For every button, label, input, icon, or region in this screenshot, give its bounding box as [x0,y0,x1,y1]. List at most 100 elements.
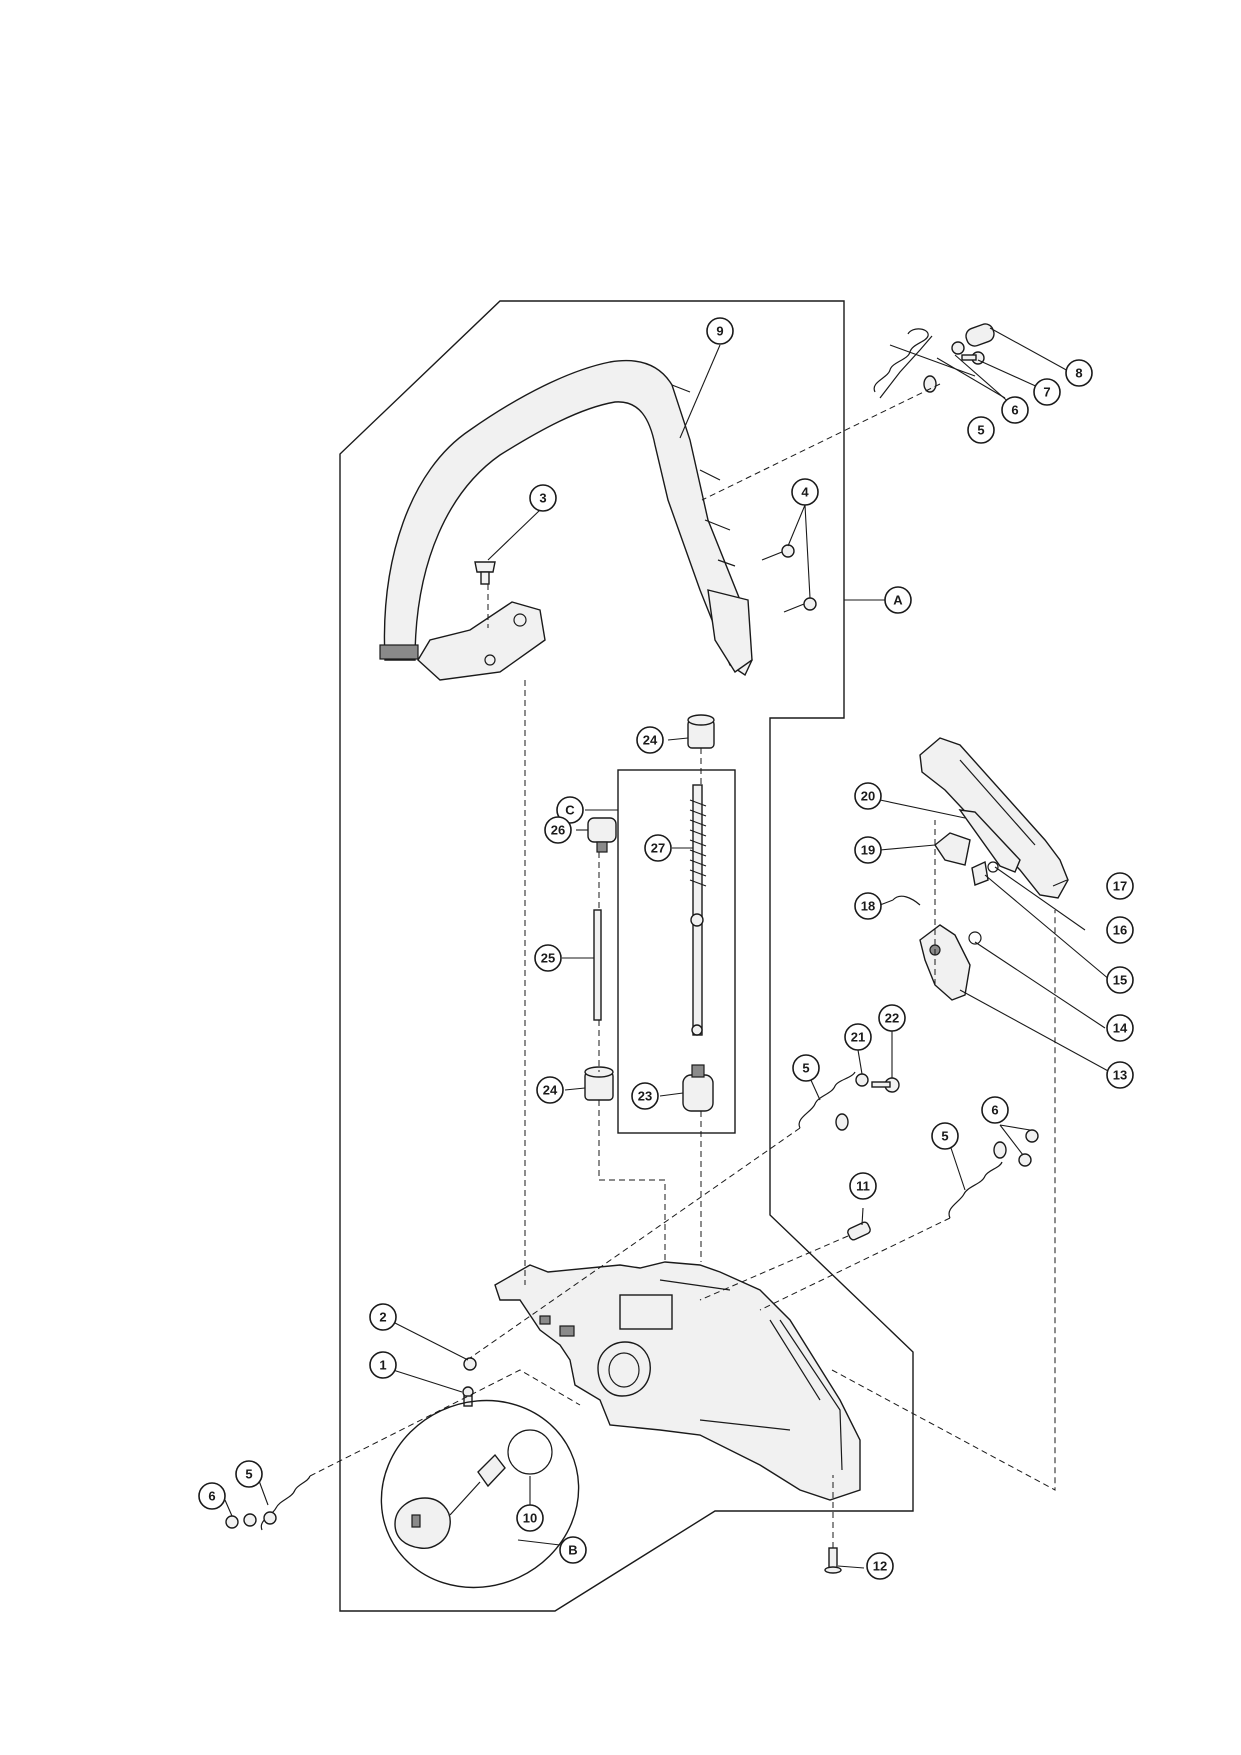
callout-16: 16 [1106,916,1134,944]
leader-lines [224,327,1111,1569]
svg-text:15: 15 [1113,973,1127,988]
callout-3: 3 [529,484,557,512]
callout-A: A [884,586,912,614]
washer-2 [463,1357,477,1371]
pin-11 [847,1221,871,1241]
callout-5-top: 5 [967,416,995,444]
callout-25: 25 [534,944,562,972]
callout-17: 17 [1106,872,1134,900]
screw-12 [824,1547,842,1574]
callout-10: 10 [516,1504,544,1532]
callout-4: 4 [791,478,819,506]
svg-text:26: 26 [551,823,565,838]
inset-b [380,1399,580,1589]
svg-text:20: 20 [861,789,875,804]
callout-23: 23 [631,1082,659,1110]
spring-5-middle [798,1071,856,1131]
svg-text:16: 16 [1113,923,1127,938]
svg-text:9: 9 [716,324,723,339]
svg-text:24: 24 [643,733,658,748]
callout-6-lower: 6 [198,1482,226,1510]
dashed-guides [309,383,1056,1548]
svg-text:5: 5 [245,1467,252,1482]
svg-text:C: C [565,803,575,818]
plate-20 [958,809,1021,873]
svg-text:17: 17 [1113,879,1127,894]
svg-text:6: 6 [991,1103,998,1118]
spring-5-lower [260,1475,311,1531]
svg-text:21: 21 [851,1030,865,1045]
svg-text:2: 2 [379,1310,386,1325]
svg-text:6: 6 [1011,403,1018,418]
washer-21 [855,1073,869,1087]
callout-24-top: 24 [636,726,664,754]
svg-text:18: 18 [861,899,875,914]
callout-11: 11 [849,1172,877,1200]
svg-text:11: 11 [856,1179,870,1194]
callout-8: 8 [1065,359,1093,387]
clip-18 [892,895,921,906]
washers-6-right [1018,1129,1039,1167]
callout-9: 9 [706,317,734,345]
svg-text:A: A [893,593,903,608]
svg-text:27: 27 [651,841,665,856]
svg-text:4: 4 [801,485,809,500]
callout-15: 15 [1106,966,1134,994]
callout-18: 18 [854,892,882,920]
spring-16 [987,861,999,873]
svg-text:7: 7 [1043,385,1050,400]
callout-27: 27 [644,834,672,862]
callout-13: 13 [1106,1061,1134,1089]
svg-text:14: 14 [1113,1021,1128,1036]
cushion-24-top [687,714,715,749]
callout-20: 20 [854,782,882,810]
svg-text:10: 10 [523,1511,537,1526]
svg-text:24: 24 [543,1083,558,1098]
spring-14 [968,931,982,945]
callout-21: 21 [844,1023,872,1051]
callout-1: 1 [369,1351,397,1379]
svg-text:3: 3 [539,491,546,506]
washers-6-lower [225,1513,257,1529]
rod-25 [593,909,602,1021]
callout-24-bottom: 24 [536,1076,564,1104]
callout-5-middle: 5 [792,1054,820,1082]
svg-text:1: 1 [379,1358,386,1373]
trigger-13 [919,924,971,1001]
handle-housing [494,1261,861,1501]
callout-7: 7 [1033,378,1061,406]
rod-27 [689,784,707,1036]
svg-text:23: 23 [638,1089,652,1104]
svg-text:5: 5 [802,1061,809,1076]
bolt-22 [871,1077,900,1093]
bushing-8 [965,323,995,347]
svg-text:5: 5 [941,1129,948,1144]
washer-6-top [951,341,965,355]
svg-text:8: 8 [1075,366,1082,381]
svg-text:B: B [568,1543,577,1558]
callout-C: C [556,796,584,824]
callout-5-lower: 5 [235,1460,263,1488]
callout-22: 22 [878,1004,906,1032]
callout-14: 14 [1106,1014,1134,1042]
spring-5-right [948,1141,1007,1219]
svg-text:25: 25 [541,951,555,966]
svg-text:13: 13 [1113,1068,1127,1083]
callout-12: 12 [866,1552,894,1580]
callout-2: 2 [369,1303,397,1331]
cap-26 [587,817,617,853]
screw-1 [462,1386,474,1407]
cushion-23 [682,1064,714,1112]
callout-5-right: 5 [931,1122,959,1150]
lever-19 [934,832,971,866]
handle-cover-17 [919,737,1069,899]
svg-text:22: 22 [885,1011,899,1026]
callout-6-top: 6 [1001,396,1029,424]
svg-text:5: 5 [977,423,984,438]
assembly-a-outline [339,300,914,1612]
screw-7 [961,351,985,365]
callout-6-right: 6 [981,1096,1009,1124]
callout-19: 19 [854,836,882,864]
assembly-c-box [617,769,736,1134]
